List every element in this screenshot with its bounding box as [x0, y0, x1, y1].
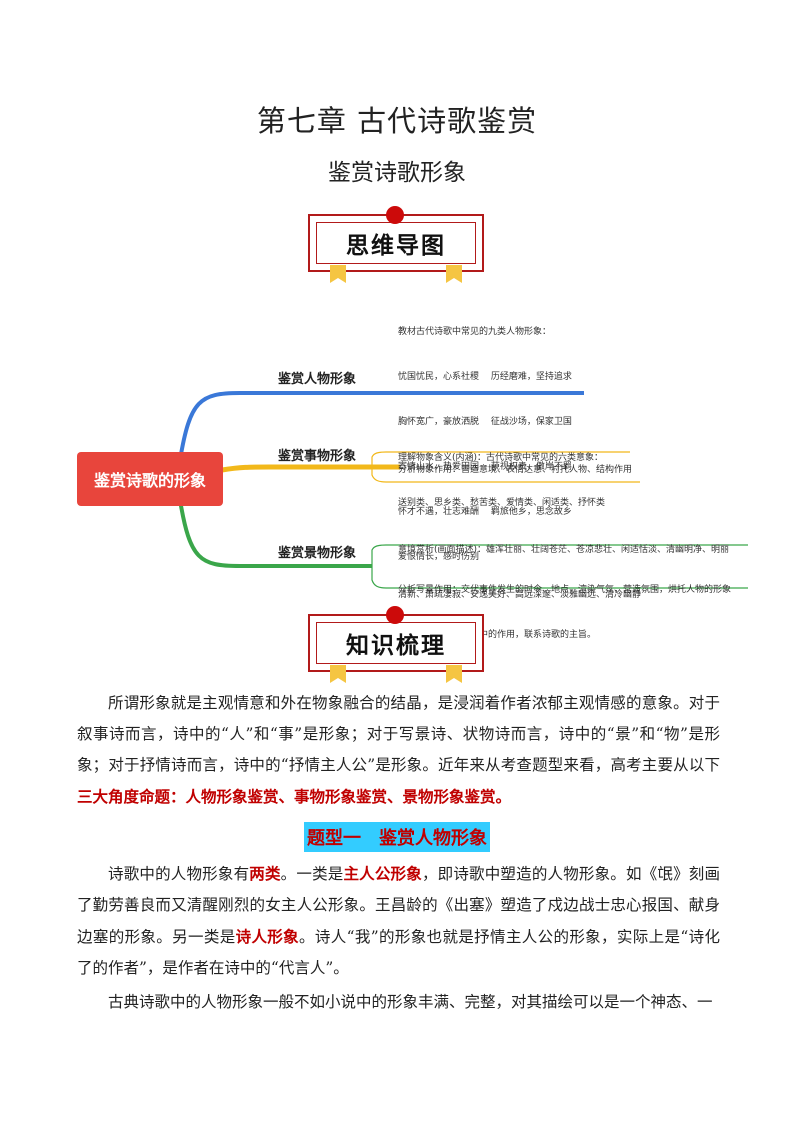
closing-paragraph: 古典诗歌中的人物形象一般不如小说中的形象丰满、完整，对其描绘可以是一个神态、一: [108, 993, 713, 1011]
things-sub-note: 分析物象作用：营造意境、表情达意、衬托人物、结构作用: [398, 465, 633, 475]
people-paragraph: 诗歌中的人物形象有两类。一类是主人公形象，即诗歌中塑造的人物形象。如《氓》刻画了…: [77, 858, 720, 984]
para2-text: 诗歌中的人物形象有: [108, 865, 250, 883]
things-note-line: 送别类、思乡类、愁苦类、爱情类、闲适类、抒怀类: [398, 498, 606, 508]
scenery-sub-line-2: [371, 566, 748, 589]
para2-emphasis: 诗人形象: [235, 927, 300, 946]
people-note-line: 忧国忧民，心系社稷 历经磨难，坚持追求: [398, 372, 572, 382]
scenery-sub-note-line: 分析写景作用：交代事件发生的时令、地点，渲染气氛，营造氛围，烘托人物的形象: [398, 585, 732, 595]
things-notes: 理解物象含义(内涵)：古代诗歌中常见的六类意象： 送别类、思乡类、愁苦类、爱情类…: [398, 421, 605, 526]
people-notes: 教材古代诗歌中常见的九类人物形象： 忧国忧民，心系社稷 历经磨难，坚持追求 胸怀…: [398, 295, 572, 580]
banner-ribbon-right: [446, 665, 462, 683]
para2-text: ，即诗歌中塑造的人物形象。如《氓》刻画了勤劳善良而又清醒刚烈的女主人公形象。王昌…: [77, 865, 720, 946]
branch-label-things: 鉴赏事物形象: [278, 449, 357, 464]
scenery-notes: 意境赏析(画面描述)：雄浑壮丽、壮阔苍茫、苍凉悲壮、闲适恬淡、清幽明净、明丽 清…: [398, 513, 729, 618]
people-note-line: 胸怀宽广，豪放洒脱 征战沙场，保家卫国: [398, 417, 572, 427]
things-sub-line-2: [371, 467, 640, 483]
banner-ribbon-left: [330, 265, 346, 283]
people-note-line: 教材古代诗歌中常见的九类人物形象：: [398, 327, 552, 337]
scenery-sub-note-line: 或心理，在情节结构中的作用，联系诗歌的主旨。: [398, 630, 597, 640]
mindmap-central-node: 鉴赏诗歌的形象: [77, 452, 223, 506]
intro-paragraph: 所谓形象就是主观情意和外在物象融合的结晶，是浸润着作者浓郁主观情感的意象。对于叙…: [77, 688, 720, 813]
people-note-line: 爱恨情长，感时伤别: [398, 552, 480, 562]
scenery-sub-line-1: [371, 544, 748, 566]
branch-line-people: [178, 391, 584, 461]
para2-text: 。诗人“我”的形象也就是抒情主人公的形象，实际上是“诗化了的作者”，是作者在诗中…: [77, 928, 720, 977]
intro-emphasis: 三大角度命题：人物形象鉴赏、事物形象鉴赏、景物形象鉴赏。: [77, 787, 512, 806]
branch-line-things: [221, 464, 400, 473]
banner-dot: [386, 606, 404, 624]
branch-line-scenery: [178, 499, 372, 568]
page-subtitle: 鉴赏诗歌形象: [328, 160, 466, 186]
page-title: 第七章 古代诗歌鉴赏: [256, 104, 538, 138]
banner-dot: [386, 206, 404, 224]
mindmap-banner-label: 思维导图: [316, 222, 476, 264]
things-sub-line-1: [371, 451, 630, 467]
para2-emphasis: 两类: [249, 864, 281, 883]
mindmap-connectors: [178, 391, 748, 589]
para2-text: 。一类是: [280, 865, 344, 883]
banner-ribbon-right: [446, 265, 462, 283]
people-note-line: 寄情山水，热爱田园 藐视权贵，傲岸不羁: [398, 462, 572, 472]
knowledge-banner-label: 知识梳理: [316, 622, 476, 664]
intro-text: 所谓形象就是主观情意和外在物象融合的结晶，是浸润着作者浓郁主观情感的意象。对于叙…: [77, 694, 720, 774]
scenery-note-line: 清新、萧疏凄寂、安逸美好、高远深邃、淡雅幽远、清冷幽静: [398, 590, 642, 600]
branch-label-people: 鉴赏人物形象: [278, 372, 357, 387]
mindmap-banner: 思维导图: [308, 214, 484, 272]
banner-ribbon-left: [330, 665, 346, 683]
scenery-note-line: 意境赏析(画面描述)：雄浑壮丽、壮阔苍茫、苍凉悲壮、闲适恬淡、清幽明净、明丽: [398, 545, 730, 555]
people-note-line: 怀才不遇，壮志难酬 羁旅他乡，思念故乡: [398, 507, 572, 517]
para2-emphasis: 主人公形象: [343, 864, 422, 883]
section-heading: 题型一 鉴赏人物形象: [304, 822, 490, 852]
things-note-line: 理解物象含义(内涵)：古代诗歌中常见的六类意象：: [398, 453, 604, 463]
scenery-sub-note: 分析写景作用：交代事件发生的时令、地点，渲染气氛，营造氛围，烘托人物的形象 或心…: [398, 553, 731, 658]
branch-label-scenery: 鉴赏景物形象: [278, 546, 357, 561]
